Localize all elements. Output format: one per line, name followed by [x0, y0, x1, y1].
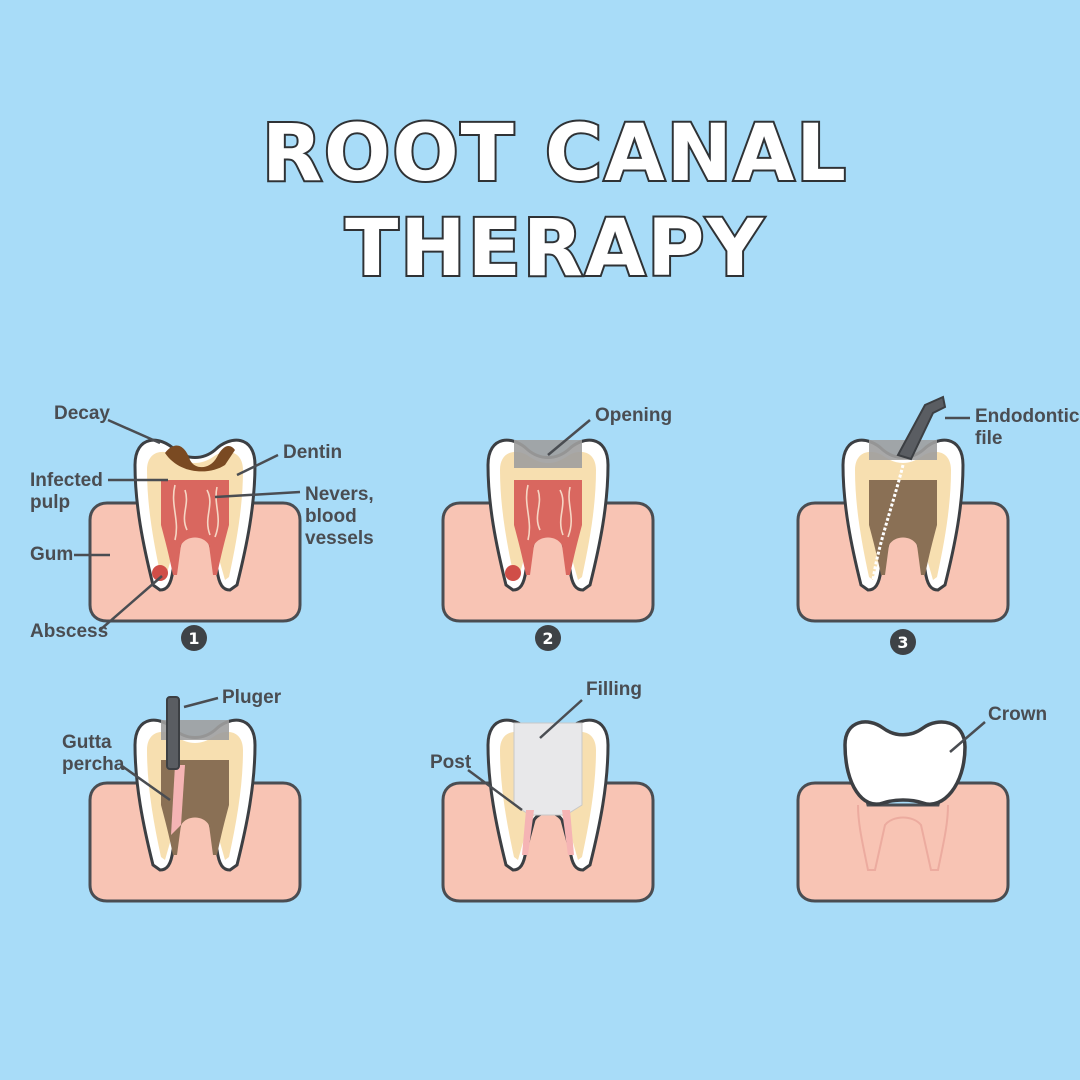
step-1-number: 1 — [181, 625, 207, 651]
label-nerves-3: vessels — [305, 528, 374, 549]
label-gutta-1: Gutta — [62, 732, 112, 753]
svg-text:2: 2 — [542, 629, 553, 648]
leader-crown — [949, 721, 986, 753]
post-area — [522, 810, 534, 855]
label-nerves-2: blood — [305, 506, 357, 527]
label-pluger: Pluger — [222, 687, 282, 708]
step-6-diagram — [796, 720, 1010, 903]
leader-pluger — [183, 696, 219, 709]
leader-nerves — [214, 490, 301, 499]
abscess-spot — [505, 565, 521, 581]
label-opening: Opening — [595, 405, 672, 426]
title-line-2: THERAPY — [345, 204, 765, 294]
label-crown: Crown — [988, 704, 1047, 725]
step-5-diagram — [441, 718, 655, 903]
nerves-lines — [525, 484, 572, 541]
leader-abscess — [99, 575, 163, 631]
leader-dentin — [236, 453, 279, 477]
label-gutta-2: percha — [62, 754, 125, 775]
label-post: Post — [430, 752, 472, 773]
label-gum: Gum — [30, 544, 73, 565]
step-2-number: 2 — [535, 625, 561, 651]
leader-decay — [107, 418, 161, 445]
label-filling: Filling — [586, 679, 642, 700]
label-infected-1: Infected — [30, 470, 103, 491]
svg-text:1: 1 — [188, 629, 199, 648]
leader-gutta — [121, 764, 171, 802]
label-file-1: Endodontic — [975, 406, 1080, 427]
abscess-spot — [152, 565, 168, 581]
step-3-number: 3 — [890, 629, 916, 655]
endodontic-file-wire — [871, 464, 905, 581]
label-nerves-1: Nevers, — [305, 484, 374, 505]
endodontic-file-handle — [896, 395, 947, 461]
step-1-diagram — [88, 438, 302, 623]
root-ghost-outline — [857, 804, 949, 871]
filling-area — [513, 722, 583, 816]
gutta-percha — [171, 765, 185, 835]
root-filling — [562, 810, 574, 855]
label-decay: Decay — [54, 403, 110, 424]
step-2-diagram — [441, 438, 655, 623]
leader-opening — [547, 419, 591, 456]
step-3-diagram — [796, 395, 1010, 623]
label-file-2: file — [975, 428, 1002, 449]
leader-post — [467, 768, 523, 812]
label-abscess: Abscess — [30, 621, 108, 642]
title-line-1: ROOT CANAL — [262, 109, 848, 199]
pluger-tool — [166, 696, 180, 770]
svg-text:3: 3 — [897, 633, 908, 652]
label-dentin: Dentin — [283, 442, 342, 463]
decay-area — [165, 445, 235, 472]
crown-shape — [843, 720, 967, 806]
leader-filling — [539, 699, 583, 739]
nerves-lines — [172, 484, 219, 541]
step-4-diagram — [88, 696, 302, 903]
label-infected-2: pulp — [30, 492, 70, 513]
